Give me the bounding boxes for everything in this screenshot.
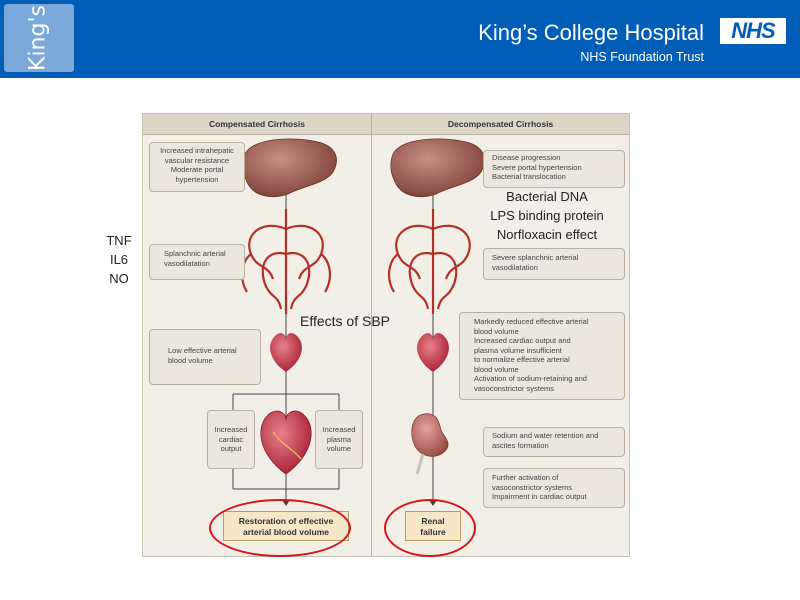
left-box-splanchnic: Splanchnic arterial vasodilatation <box>149 244 245 280</box>
heart-icon-left <box>270 333 302 372</box>
anatomy-illustrations <box>232 138 485 506</box>
compensated-column-title: Compensated Cirrhosis <box>143 114 371 135</box>
right-box-ascites: Sodium and water retention and ascites f… <box>483 427 625 457</box>
left-box-plasma-volume: Increased plasma volume <box>315 410 363 469</box>
left-box-portal-hypertension: Increased intrahepatic vascular resistan… <box>149 142 245 192</box>
kings-logo: King's <box>4 4 74 72</box>
vessels-icon-left <box>241 209 331 314</box>
header-banner: King's King’s College Hospital NHS Found… <box>0 0 800 78</box>
heart-icon-center <box>260 410 312 475</box>
kings-logo-text: King's <box>25 5 51 71</box>
nhs-logo: NHS <box>720 18 786 44</box>
trust-name: NHS Foundation Trust <box>580 50 704 64</box>
left-box-blood-volume: Low effective arterial blood volume <box>149 329 261 385</box>
right-box-splanchnic: Severe splanchnic arterial vasodilatatio… <box>483 248 625 280</box>
hospital-name: King’s College Hospital <box>478 20 704 45</box>
vessels-icon-right <box>388 209 471 314</box>
liver-icon-left <box>242 138 337 198</box>
right-box-disease-progression: Disease progression Severe portal hypert… <box>483 150 625 188</box>
right-box-blood-volume: Markedly reduced effective arterial bloo… <box>459 312 625 400</box>
mediators-list: TNF IL6 NO <box>106 233 132 286</box>
kidney-icon <box>411 413 449 457</box>
bacterial-factors-list: Bacterial DNA LPS binding protein Norflo… <box>490 189 604 242</box>
highlight-ellipse-left <box>209 499 351 557</box>
cirrhosis-figure: Compensated Cirrhosis Decompensated Cirr… <box>142 113 630 557</box>
liver-icon-right <box>390 138 485 198</box>
heart-icon-right <box>417 333 449 372</box>
sbp-label: Effects of SBP <box>300 313 391 329</box>
column-divider <box>371 114 372 556</box>
nhs-logo-text: NHS <box>731 18 775 43</box>
left-box-cardiac-output: Increased cardiac output <box>207 410 255 469</box>
decompensated-column-title: Decompensated Cirrhosis <box>372 114 629 135</box>
right-box-vasoconstrictor: Further activation of vasoconstrictor sy… <box>483 468 625 508</box>
highlight-ellipse-right <box>384 499 476 557</box>
